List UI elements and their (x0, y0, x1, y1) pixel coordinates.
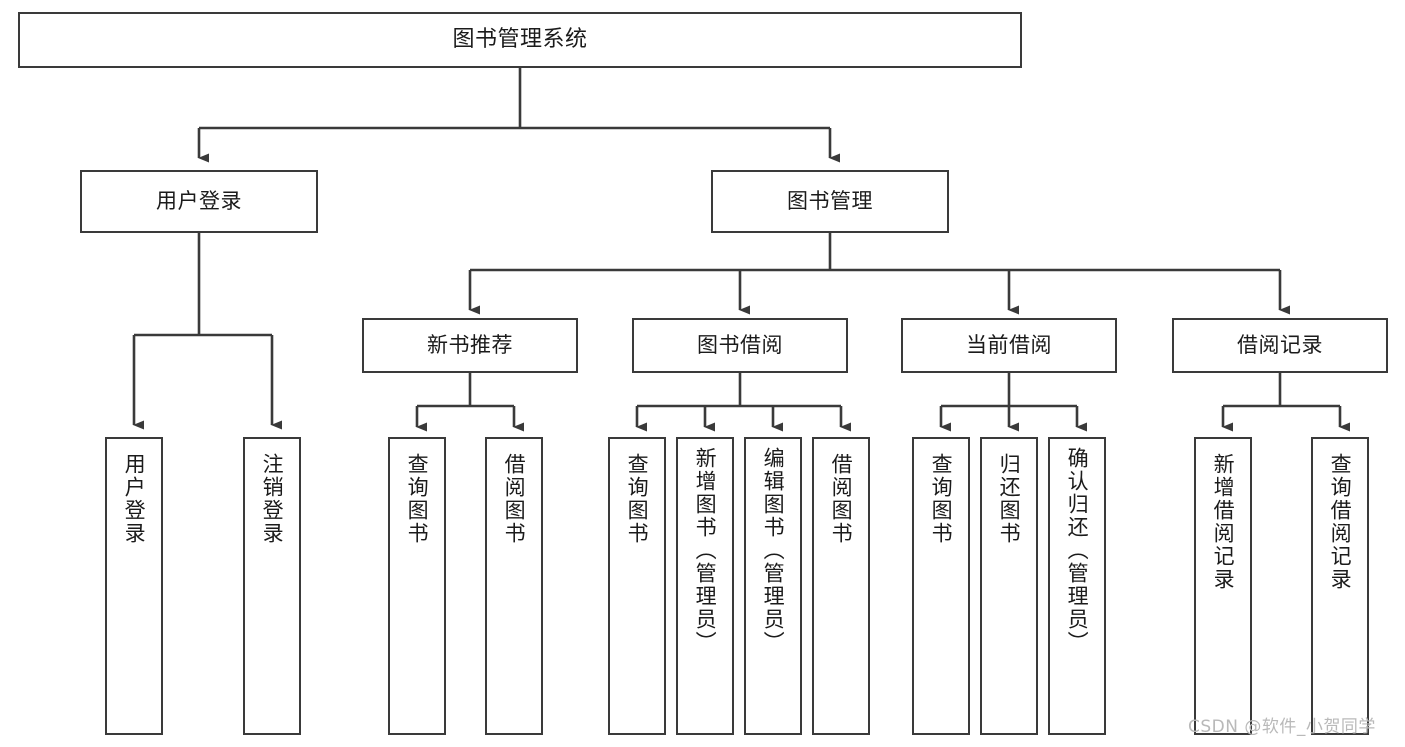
node-label-root-system: 图书管理系统 (452, 27, 588, 53)
node-leaf-user-login[interactable]: 用户登录 (105, 437, 163, 735)
node-leaf-query-record[interactable]: 查询借阅记录 (1311, 437, 1369, 735)
node-label-leaf-user-login: 用户登录 (122, 453, 147, 545)
node-leaf-query-book-3[interactable]: 查询图书 (912, 437, 970, 735)
node-label-book-manage: 图书管理 (787, 189, 873, 214)
node-label-leaf-return-book: 归还图书 (997, 453, 1022, 545)
csdn-watermark: CSDN @软件_小贺同学 (1188, 717, 1376, 737)
node-leaf-query-book-2[interactable]: 查询图书 (608, 437, 666, 735)
node-leaf-confirm-return[interactable]: 确认归还（管理员） (1048, 437, 1106, 735)
node-leaf-query-book-1[interactable]: 查询图书 (388, 437, 446, 735)
node-label-user-login: 用户登录 (156, 189, 242, 214)
node-current-borrow[interactable]: 当前借阅 (901, 318, 1117, 373)
node-label-book-borrow: 图书借阅 (697, 333, 783, 358)
node-label-current-borrow: 当前借阅 (966, 333, 1052, 358)
node-leaf-logout[interactable]: 注销登录 (243, 437, 301, 735)
node-label-leaf-edit-book: 编辑图书（管理员） (761, 447, 786, 654)
node-leaf-edit-book[interactable]: 编辑图书（管理员） (744, 437, 802, 735)
node-leaf-borrow-book-2[interactable]: 借阅图书 (812, 437, 870, 735)
node-label-leaf-logout: 注销登录 (260, 453, 285, 545)
node-leaf-return-book[interactable]: 归还图书 (980, 437, 1038, 735)
node-user-login[interactable]: 用户登录 (80, 170, 318, 233)
node-label-leaf-query-book-1: 查询图书 (405, 453, 430, 545)
node-leaf-borrow-book-1[interactable]: 借阅图书 (485, 437, 543, 735)
node-label-leaf-confirm-return: 确认归还（管理员） (1065, 447, 1090, 654)
node-label-leaf-add-record: 新增借阅记录 (1211, 453, 1236, 591)
node-label-leaf-query-record: 查询借阅记录 (1328, 453, 1353, 591)
node-book-borrow[interactable]: 图书借阅 (632, 318, 848, 373)
node-label-leaf-borrow-book-1: 借阅图书 (502, 453, 527, 545)
node-root-system[interactable]: 图书管理系统 (18, 12, 1022, 68)
node-label-leaf-query-book-3: 查询图书 (929, 453, 954, 545)
node-book-manage[interactable]: 图书管理 (711, 170, 949, 233)
node-leaf-add-book[interactable]: 新增图书（管理员） (676, 437, 734, 735)
node-label-leaf-borrow-book-2: 借阅图书 (829, 453, 854, 545)
node-leaf-add-record[interactable]: 新增借阅记录 (1194, 437, 1252, 735)
node-label-borrow-record: 借阅记录 (1237, 333, 1323, 358)
node-borrow-record[interactable]: 借阅记录 (1172, 318, 1388, 373)
node-new-book-recommend[interactable]: 新书推荐 (362, 318, 578, 373)
node-label-new-book-recommend: 新书推荐 (427, 333, 513, 358)
node-label-leaf-add-book: 新增图书（管理员） (693, 447, 718, 654)
node-label-leaf-query-book-2: 查询图书 (625, 453, 650, 545)
